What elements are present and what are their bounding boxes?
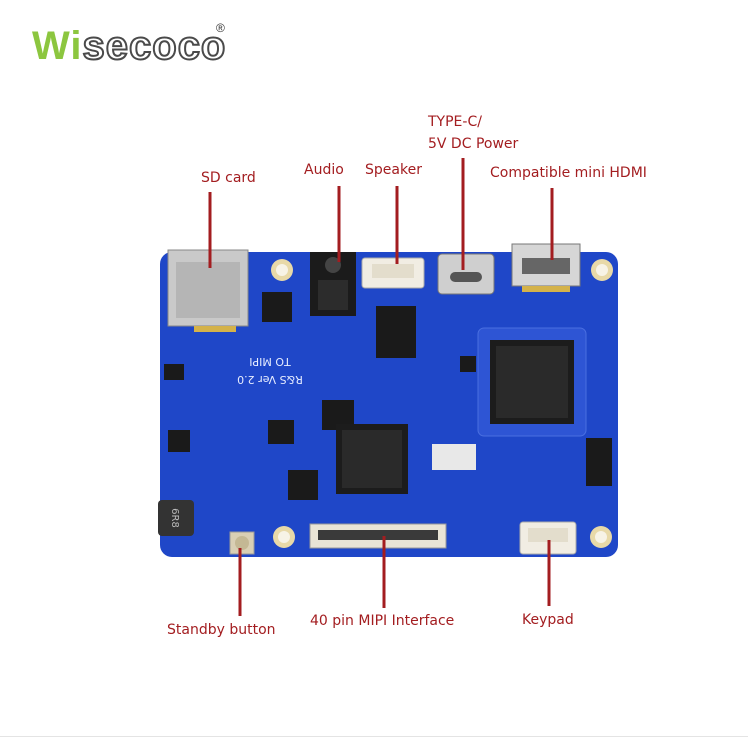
silk-line1: R&S Ver 2.0 [237, 373, 303, 386]
registered-mark: ® [216, 21, 226, 35]
label-typec-line2: 5V DC Power [428, 136, 519, 152]
speaker-connector [361, 257, 425, 289]
inductor: 6R8 [158, 500, 194, 536]
label-speaker: Speaker [365, 162, 422, 178]
label-keypad: Keypad [522, 612, 574, 628]
mipi-connector [309, 523, 447, 549]
inductor-mark: 6R8 [169, 508, 180, 528]
standby-button [229, 531, 255, 555]
typec-port [437, 253, 495, 295]
keypad-connector [519, 521, 577, 555]
small-chips [164, 292, 612, 500]
mini-hdmi-port [511, 243, 581, 292]
label-hdmi: Compatible mini HDMI [490, 165, 647, 181]
brand-rest: secoco [82, 24, 227, 68]
brand-prefix: Wi [32, 24, 83, 68]
label-typec-line1: TYPE-C/ [428, 114, 482, 130]
brand-logo: Wisecoco ® [32, 22, 227, 68]
callout-lines [208, 158, 554, 616]
audio-jack [310, 252, 356, 316]
sd-card-slot [167, 249, 249, 332]
bottom-divider [0, 736, 748, 737]
label-standby: Standby button [167, 622, 276, 638]
main-processor [477, 327, 587, 437]
silk-line2: TO MIPI [249, 355, 292, 368]
silkscreen: R&S Ver 2.0 TO MIPI [237, 355, 303, 386]
label-sd-card: SD card [201, 170, 256, 186]
bridge-chip [336, 424, 408, 494]
board-sticker [432, 444, 476, 470]
label-audio: Audio [304, 162, 344, 178]
label-mipi: 40 pin MIPI Interface [310, 613, 455, 629]
mounting-holes [271, 259, 613, 548]
